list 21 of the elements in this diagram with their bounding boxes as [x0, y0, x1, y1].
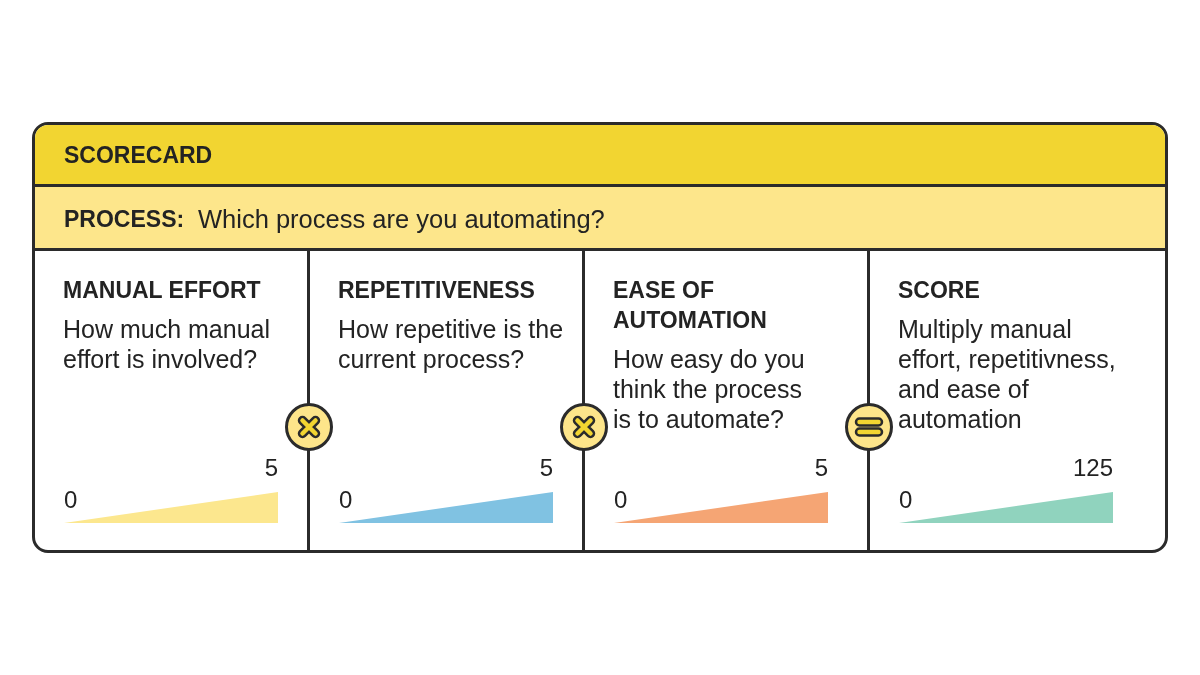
process-question: Which process are you automating? [198, 204, 605, 234]
scale-min-label: 0 [64, 487, 78, 513]
card-title: SCORECARD [64, 142, 213, 168]
process-label: PROCESS: [64, 205, 185, 233]
column-description: How easy do you think the process is to automate? [613, 344, 806, 434]
process-band [35, 187, 1165, 251]
column-description: Multiply manual effort, repetitivness, and ease of automation [898, 314, 1117, 434]
column-description: How repetitive is the current process? [338, 314, 565, 374]
scale-max-label: 125 [1072, 455, 1113, 481]
scale-max-label: 5 [814, 455, 828, 481]
scale-min-label: 0 [614, 487, 628, 513]
scale-max-label: 5 [264, 455, 278, 481]
column-heading: SCORE [898, 276, 981, 305]
column-heading: MANUAL EFFORT [63, 276, 262, 305]
column-heading: EASE OF AUTOMATION [613, 276, 768, 335]
scorecard-card [32, 122, 1168, 553]
column-heading: REPETITIVENESS [338, 276, 536, 305]
column-description: How much manual effort is involved? [63, 314, 272, 374]
scale-min-label: 0 [899, 487, 913, 513]
scale-max-label: 5 [539, 455, 553, 481]
scale-min-label: 0 [339, 487, 353, 513]
